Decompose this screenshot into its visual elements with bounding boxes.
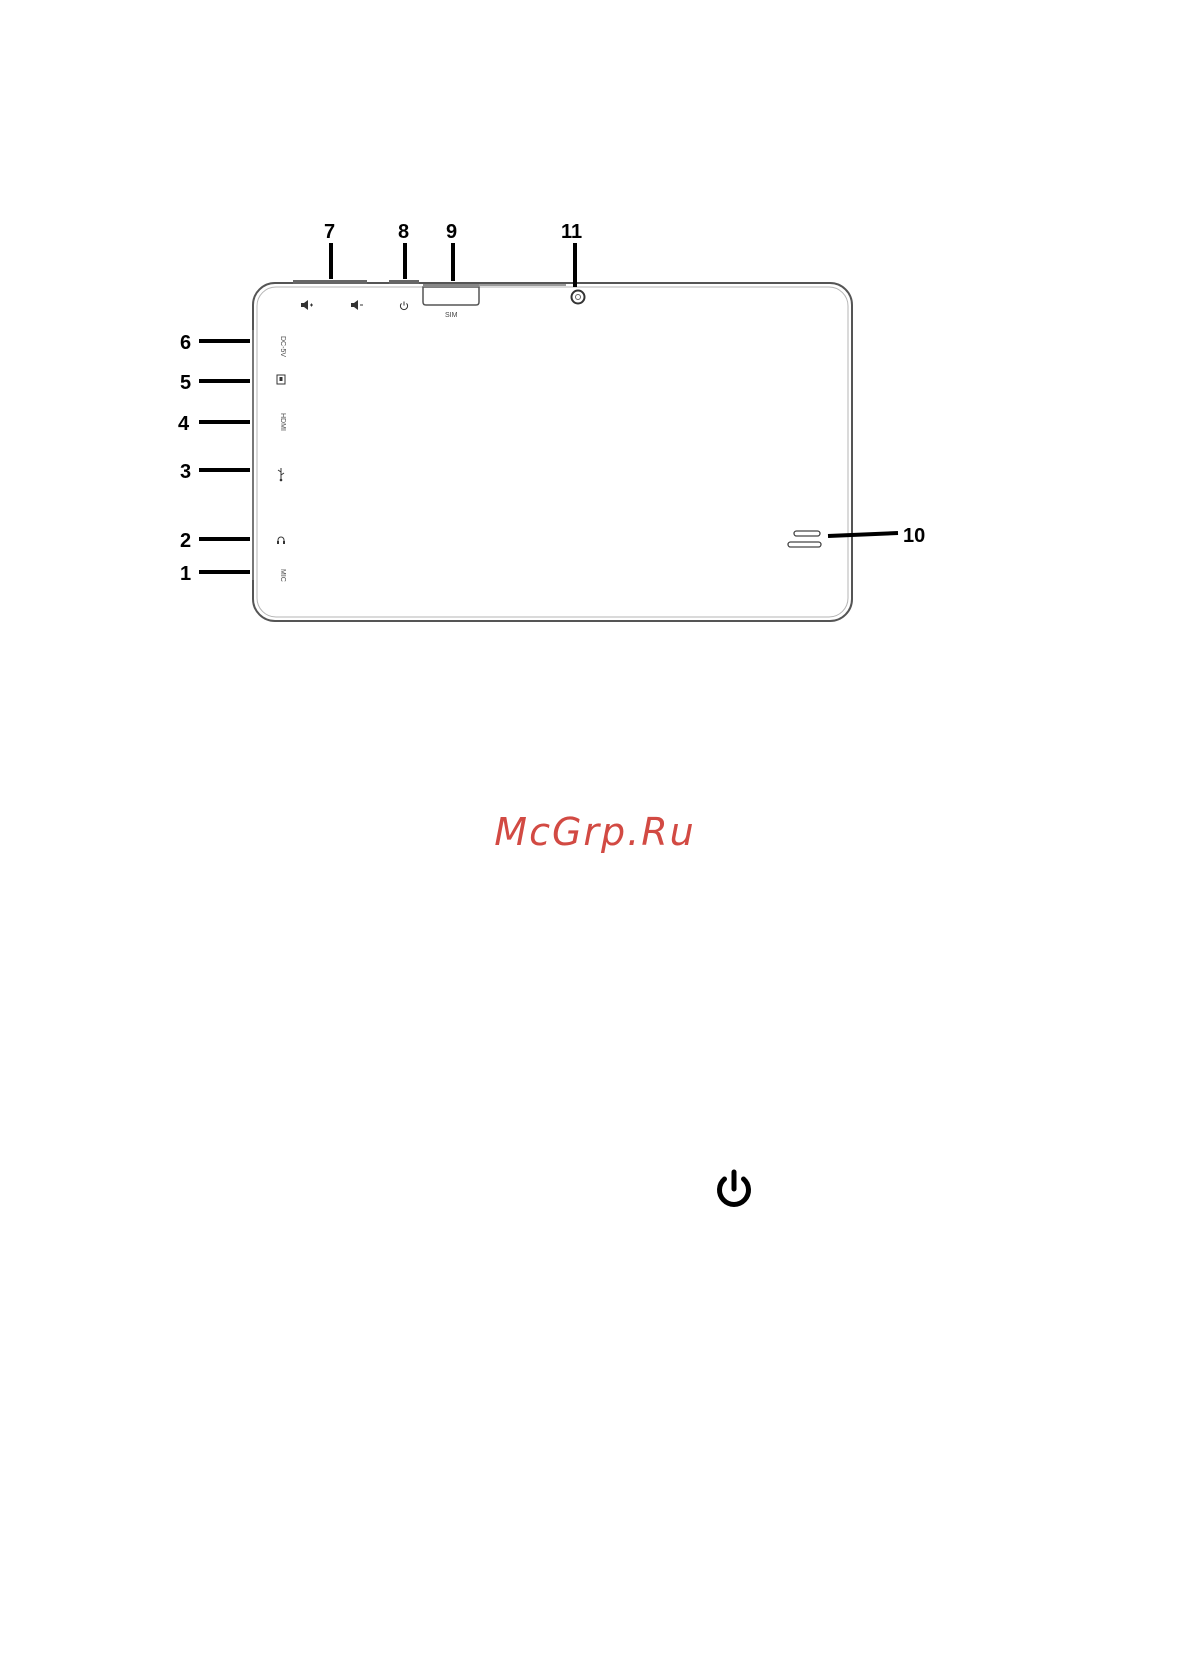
sim-label: SIM [445, 312, 458, 319]
camera-icon [572, 291, 585, 304]
callout-7: 7 [324, 221, 335, 243]
callout-2: 2 [180, 530, 191, 552]
sim-slot [423, 287, 479, 305]
power-key [389, 280, 419, 284]
callout-1: 1 [180, 563, 191, 585]
callout-11: 11 [561, 221, 582, 243]
hdmi-label: HDMI [279, 413, 286, 431]
mic-label: MIC [279, 569, 286, 582]
callout-3: 3 [180, 461, 191, 483]
watermark-text: McGrp.Ru [0, 810, 1190, 854]
volume-rocker [293, 280, 367, 284]
callout-5: 5 [180, 372, 191, 394]
tablet-outline [253, 283, 852, 621]
callout-8: 8 [398, 221, 409, 243]
dc-label: DC-5V [279, 336, 286, 357]
callout-6: 6 [180, 332, 191, 354]
callout-4: 4 [178, 413, 190, 435]
callout-9: 9 [446, 221, 457, 243]
sim-slot-opening [423, 284, 479, 287]
power-icon-large [712, 1168, 756, 1212]
callout-10: 10 [903, 525, 925, 547]
